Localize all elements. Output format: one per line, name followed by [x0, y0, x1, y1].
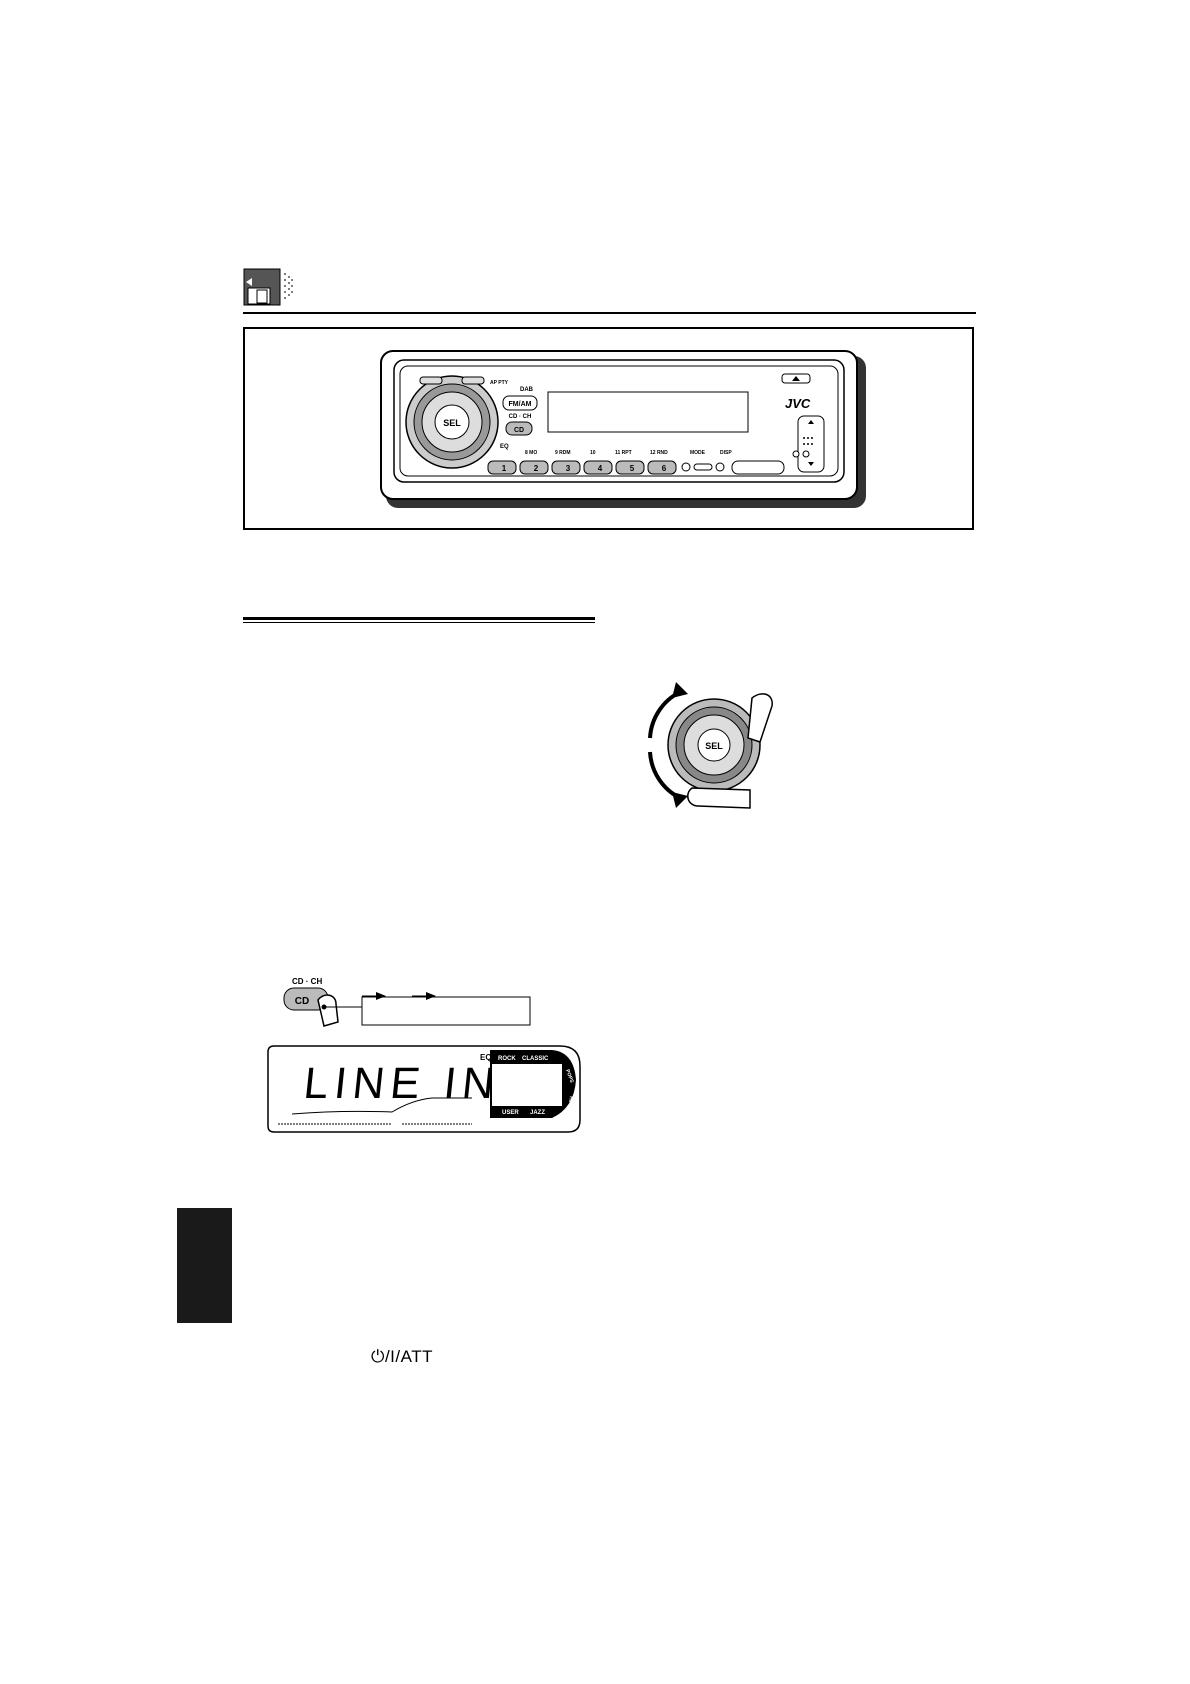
header-icon [243, 268, 299, 308]
cd-button-label: CD [295, 996, 309, 1007]
unit-ap-pty-label: AP PTY [490, 380, 509, 386]
unit-cd-ch-label: CD · CH [509, 414, 532, 420]
svg-text:5: 5 [630, 464, 635, 473]
knob-figure: SEL [640, 680, 800, 815]
unit-cd-button[interactable] [505, 421, 533, 436]
svg-text:10: 10 [590, 450, 596, 456]
section-rule [243, 617, 595, 623]
lcd-text: LINE IN [301, 1059, 502, 1108]
eq-mode-classic: CLASSIC [522, 1056, 549, 1062]
eq-mode-hiphop: HIP HOP [564, 1096, 574, 1118]
svg-text:12 RND: 12 RND [650, 450, 668, 456]
eq-tag: EQ [480, 1053, 492, 1062]
unit-brand: JVC [785, 396, 811, 411]
svg-text:3: 3 [566, 464, 571, 473]
header-rule [243, 312, 976, 314]
source-cycle-box [361, 996, 531, 1026]
car-unit-illustration: SEL AP PTY DAB FM/AM CD · CH CD EQ JVC 8… [380, 350, 866, 510]
car-radio-cd-icon [243, 268, 293, 306]
source-figure: CD · CH CD LINE IN EQ ROCK CLASSIC POPS … [262, 970, 582, 1140]
unit-mode-label: MODE [690, 450, 706, 456]
eq-mode-pops: POPS [564, 1069, 575, 1085]
unit-dab-label: DAB [520, 387, 534, 393]
svg-text:11 RPT: 11 RPT [615, 450, 632, 456]
unit-fm-am-label: FM/AM [509, 401, 532, 408]
knob-label: SEL [705, 741, 723, 751]
pressing-finger [317, 994, 339, 1027]
preset-labels: 1 2 3 4 5 6 [502, 464, 667, 473]
eq-mode-rock: ROCK [498, 1056, 516, 1062]
finger-top [747, 693, 773, 743]
svg-text:1: 1 [502, 464, 507, 473]
eq-mode-user: USER [502, 1110, 519, 1116]
svg-text:4: 4 [598, 464, 603, 473]
svg-text:6: 6 [662, 464, 667, 473]
unit-knob-label: SEL [443, 418, 461, 428]
svg-text:2: 2 [534, 464, 539, 473]
preset-function-labels: 8 MO 9 RDM 10 11 RPT 12 RND [525, 450, 668, 456]
unit-eq-label: EQ [500, 444, 509, 450]
svg-text:8 MO: 8 MO [525, 450, 537, 456]
finger-bottom [687, 787, 751, 809]
unit-disp-label: DISP [720, 450, 732, 456]
eq-mode-jazz: JAZZ [530, 1110, 545, 1116]
cd-ch-caption: CD · CH [292, 977, 322, 986]
unit-display [547, 391, 749, 433]
power-att-label: ⏻/I/ATT [371, 1347, 433, 1366]
unit-fm-am-button[interactable] [502, 395, 538, 411]
svg-text:9 RDM: 9 RDM [555, 450, 571, 456]
preset-buttons[interactable] [487, 460, 677, 475]
unit-cd-label: CD [514, 427, 524, 434]
language-side-tab [177, 1208, 232, 1323]
unit-figure-box [243, 327, 974, 530]
